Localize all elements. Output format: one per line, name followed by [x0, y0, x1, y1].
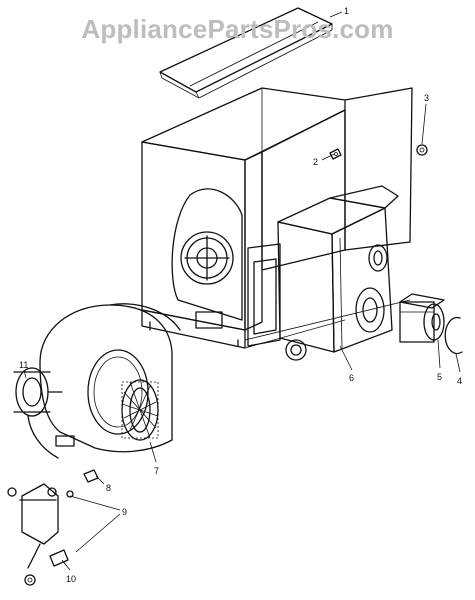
filter-section	[247, 243, 281, 347]
internal-blower-assembly	[171, 188, 243, 329]
top-cover-panel	[159, 7, 333, 99]
cabinet-back-wall	[344, 87, 413, 251]
callout-6: 6	[349, 373, 354, 383]
motor-mount-bracket	[7, 483, 74, 569]
heat-exchanger-box	[277, 185, 399, 361]
callout-5: 5	[437, 372, 442, 382]
leader-lines	[23, 11, 461, 571]
callout-10: 10	[66, 574, 76, 584]
callout-4: 4	[457, 376, 462, 386]
callout-11: 11	[19, 360, 28, 370]
blower-wheel	[121, 379, 159, 441]
mounting-clip	[329, 148, 342, 160]
blower-housing	[39, 303, 181, 453]
callout-9: 9	[122, 507, 127, 517]
retaining-ring	[444, 316, 463, 355]
callout-8: 8	[106, 483, 111, 493]
callout-7: 7	[154, 466, 159, 476]
inducer-motor	[399, 293, 445, 343]
cabinet-housing	[141, 87, 411, 349]
wall-grommet	[416, 144, 428, 156]
blower-motor	[13, 367, 75, 459]
callout-3: 3	[424, 93, 429, 103]
screw	[83, 469, 99, 483]
mounting-bolt	[24, 549, 69, 586]
callout-2: 2	[313, 157, 318, 167]
callout-1: 1	[344, 6, 349, 16]
